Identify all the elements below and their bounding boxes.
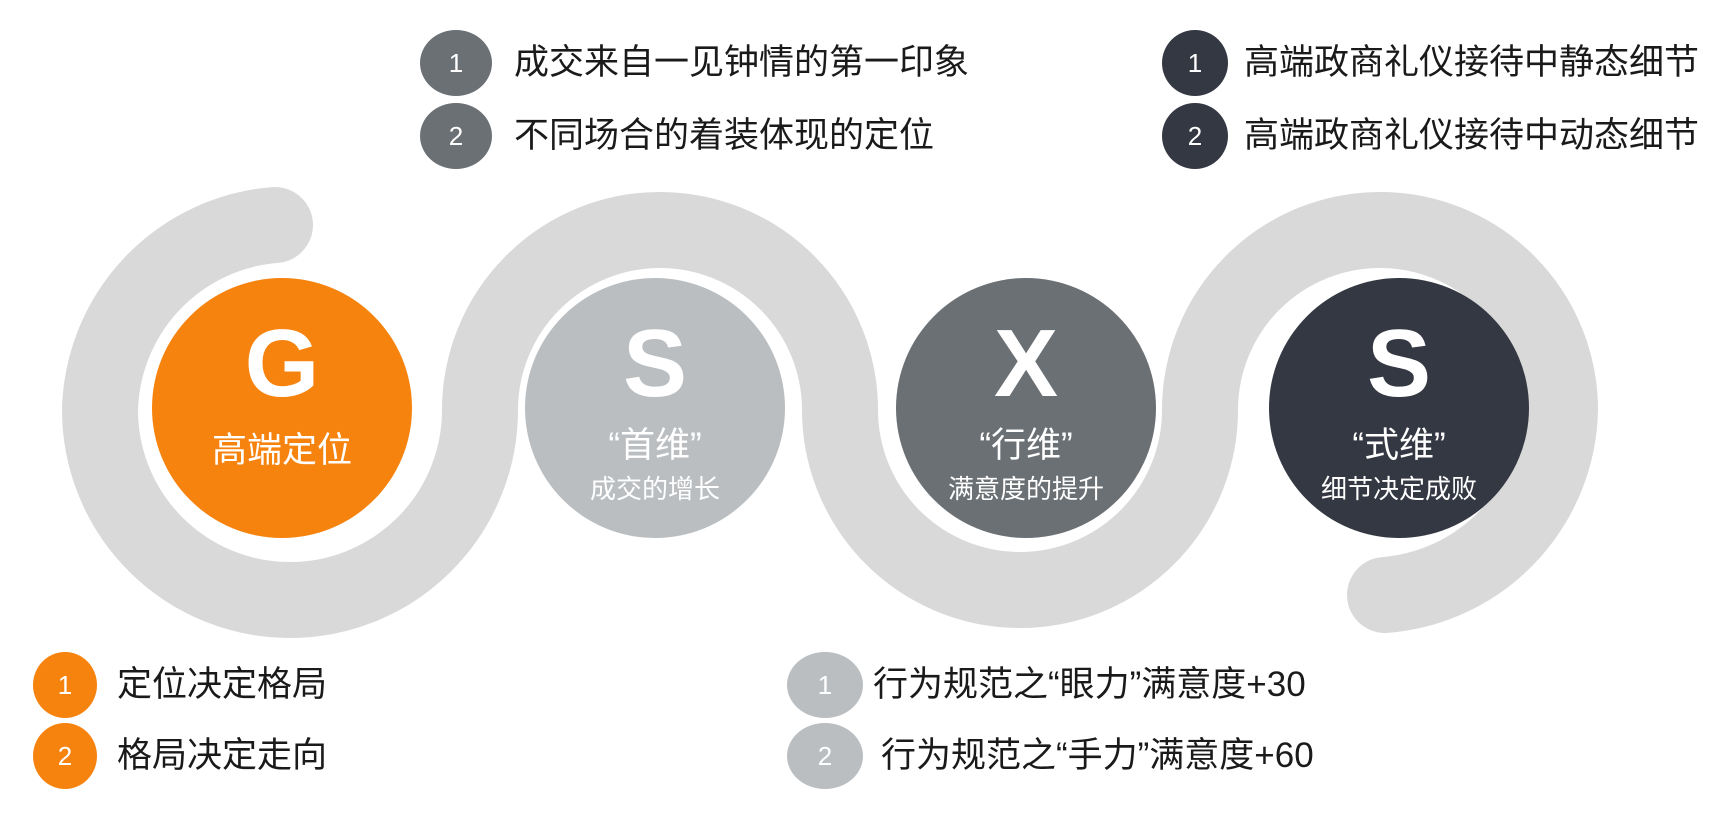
circle-title: “式维” <box>1352 426 1446 465</box>
item-text: 行为规范之“眼力”满意度+30 <box>873 665 1306 704</box>
item-text: 行为规范之“手力”满意度+60 <box>881 736 1314 775</box>
item-text: 不同场合的着装体现的定位 <box>514 116 935 155</box>
number-badge: 1 <box>33 652 97 718</box>
circle-letter: S <box>622 310 688 417</box>
circle-s-2: S “式维” 细节决定成败 <box>1269 278 1529 538</box>
circle-title: “首维” <box>608 426 702 465</box>
circle-g: G 高端定位 <box>152 278 412 538</box>
wave-path <box>61 187 1599 638</box>
item-text: 高端政商礼仪接待中动态细节 <box>1244 116 1700 155</box>
circle-subtitle: 细节决定成败 <box>1320 474 1477 504</box>
circle-x: X “行维” 满意度的提升 <box>896 278 1156 538</box>
circle-letter: X <box>993 310 1059 417</box>
item-text: 高端政商礼仪接待中静态细节 <box>1244 43 1700 82</box>
item-text: 成交来自一见钟情的第一印象 <box>514 43 970 82</box>
number-badge: 2 <box>787 723 863 789</box>
circle-s-1: S “首维” 成交的增长 <box>525 278 785 538</box>
number-badge: 1 <box>1162 30 1228 96</box>
circle-subtitle: 满意度的提升 <box>947 474 1104 504</box>
number-badge: 2 <box>420 103 492 169</box>
circle-subtitle: 成交的增长 <box>589 474 720 504</box>
item-text: 格局决定走向 <box>117 736 328 775</box>
circle-letter: G <box>244 310 320 417</box>
circle-title: 高端定位 <box>211 431 352 470</box>
circle-title: “行维” <box>979 426 1073 465</box>
number-badge: 1 <box>787 652 863 718</box>
number-badge: 2 <box>1162 103 1228 169</box>
item-text: 定位决定格局 <box>117 665 328 704</box>
number-badge: 2 <box>33 723 97 789</box>
circle-letter: S <box>1366 310 1432 417</box>
number-badge: 1 <box>420 30 492 96</box>
